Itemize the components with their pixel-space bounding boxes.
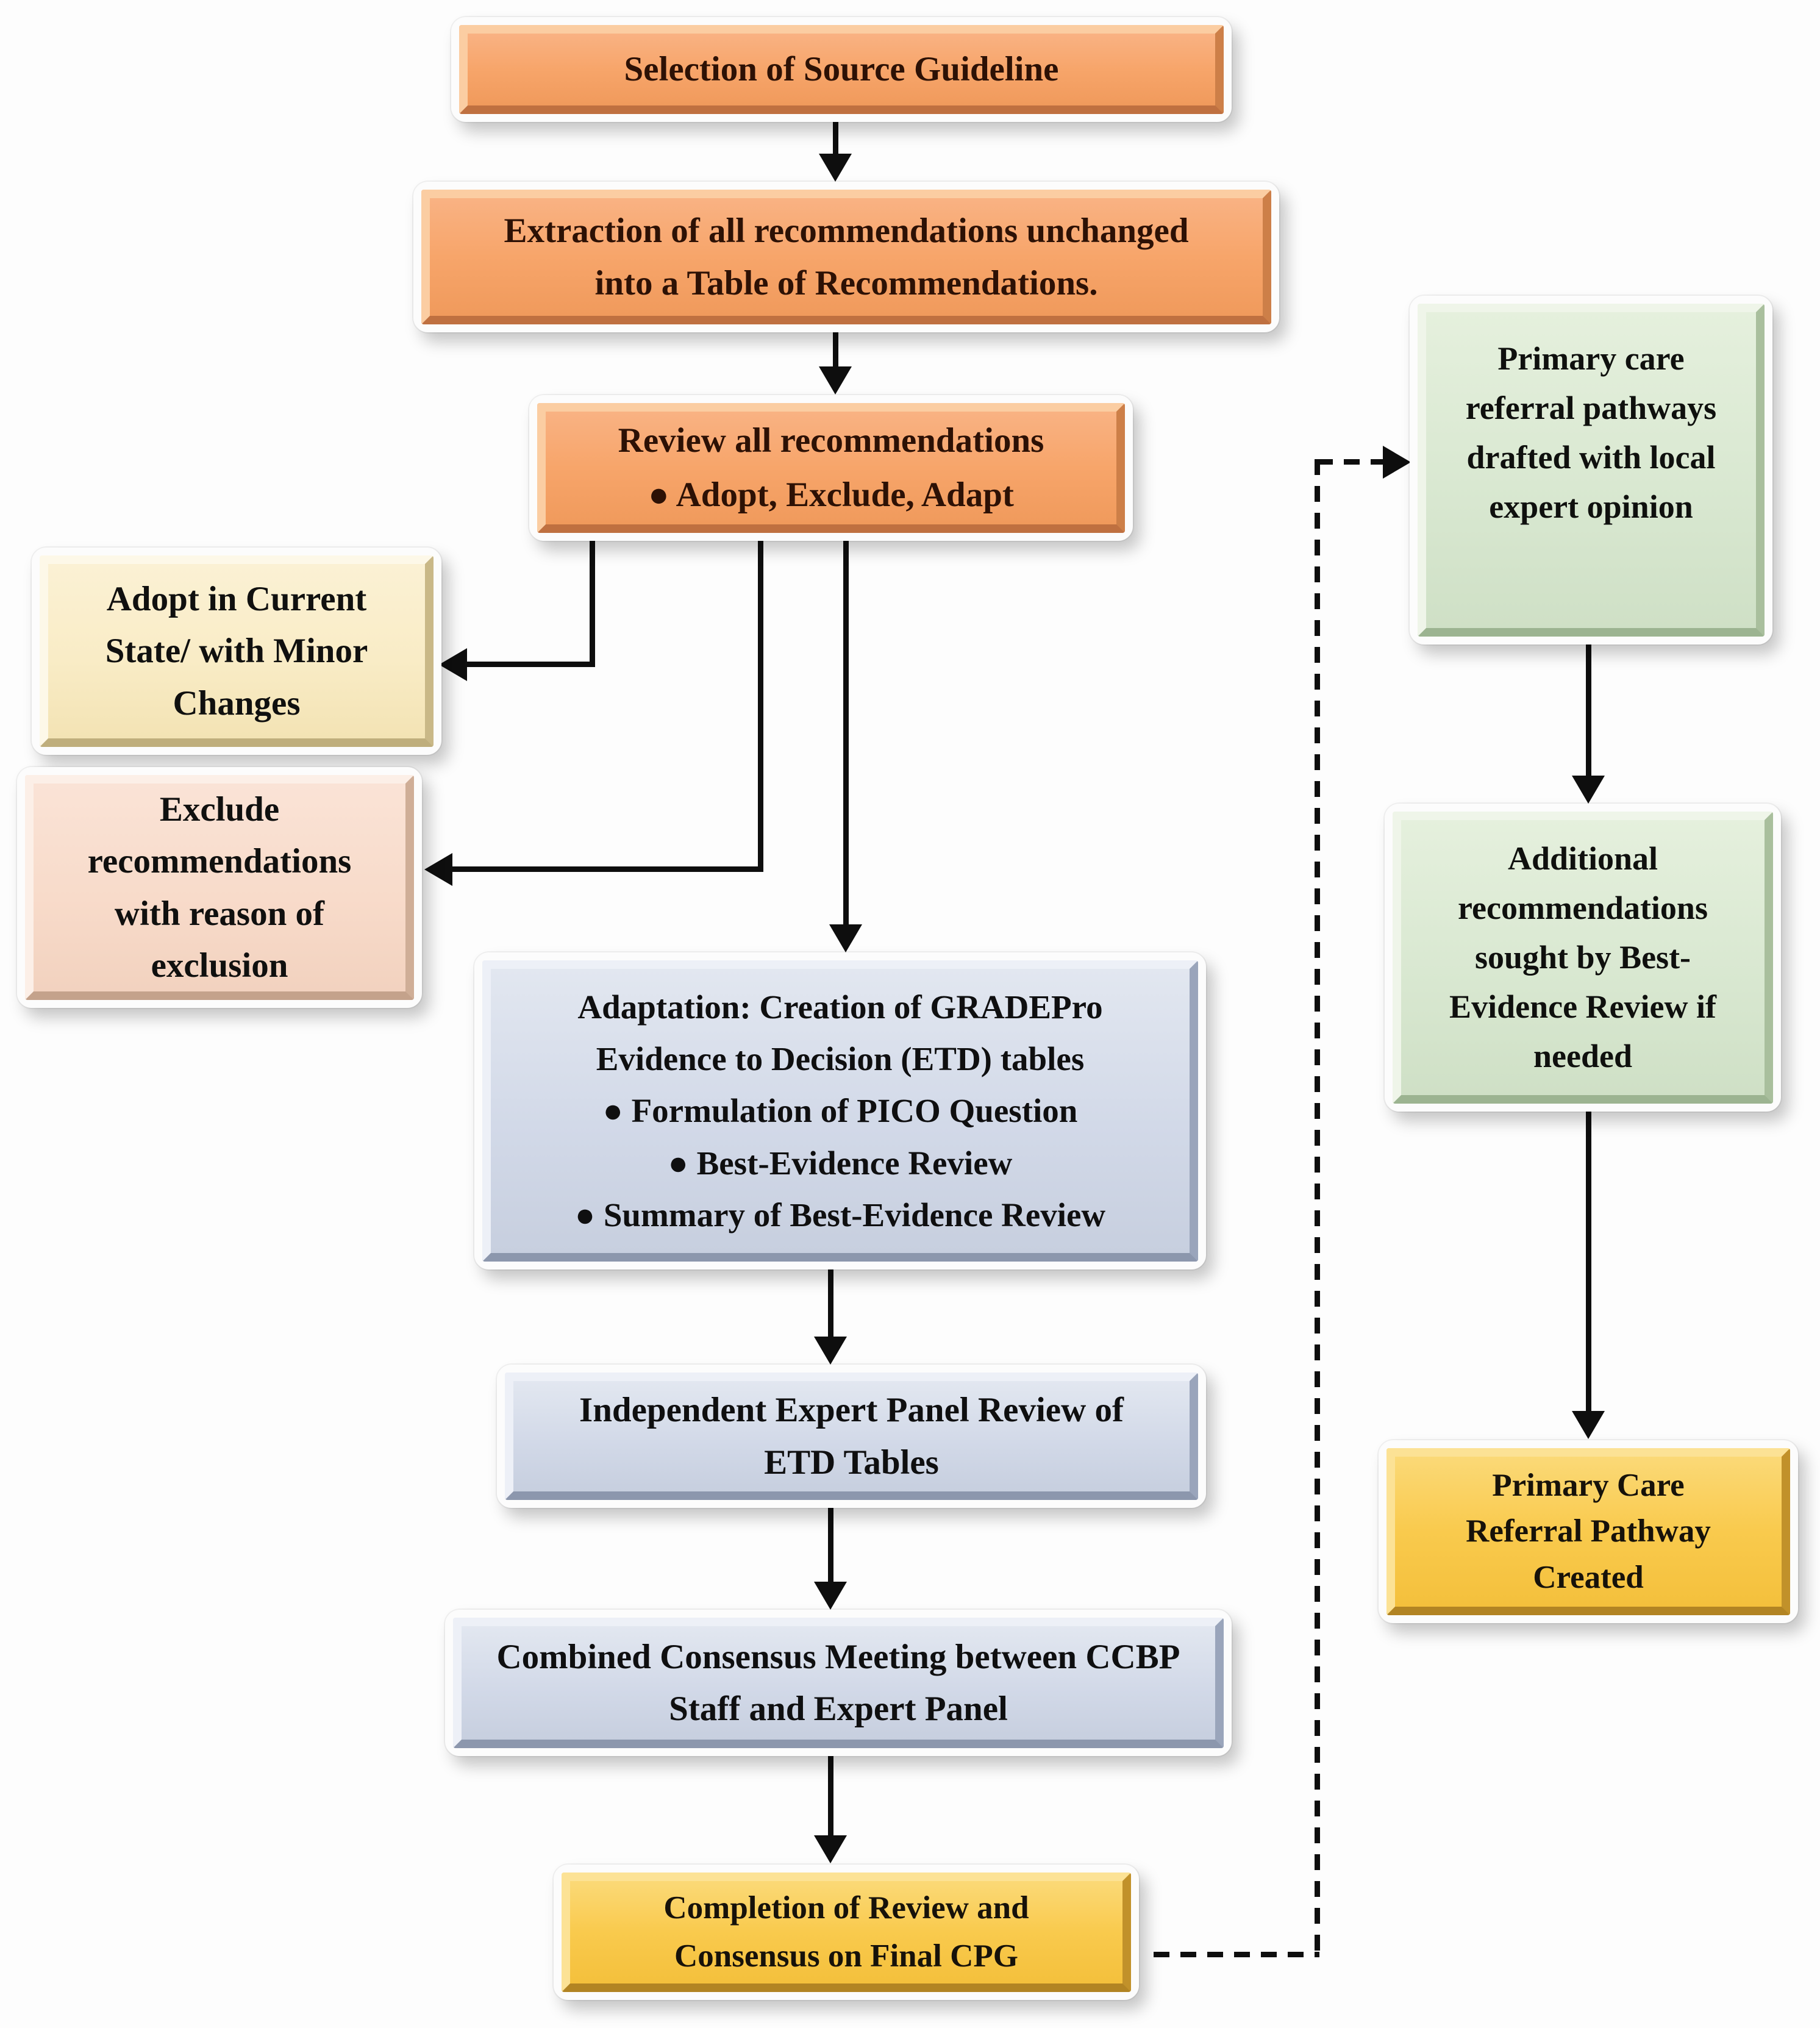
box-adaptation-bullet-review: ● Best-Evidence Review (668, 1144, 1013, 1182)
box-completion-label: Completion of Review and Consensus on Fi… (663, 1890, 1029, 1974)
box-adaptation-etd-tables: Adaptation: Creation of GRADEPro Evidenc… (474, 952, 1206, 1269)
box-review-bullet: ● Adopt, Exclude, Adapt (648, 475, 1014, 514)
box-created-label: Primary Care Referral Pathway Created (1466, 1468, 1711, 1595)
dashed-into-drafted-head (1383, 446, 1411, 479)
arrow-combined-completion-head (814, 1835, 847, 1863)
arrow-extraction-review-head (819, 366, 852, 395)
box-panel-label: Independent Expert Panel Review of ETD T… (579, 1391, 1124, 1482)
box-additional-label: Additional recommendations sought by Bes… (1449, 840, 1716, 1074)
box-adaptation-title: Adaptation: Creation of GRADEPro Evidenc… (577, 988, 1103, 1078)
box-adaptation-bullet-summary: ● Summary of Best-Evidence Review (574, 1196, 1106, 1234)
arrow-review-adaptation-line (843, 540, 849, 927)
box-adaptation-bullet-pico: ● Formulation of PICO Question (602, 1092, 1078, 1130)
arrow-panel-combined-head (814, 1582, 847, 1610)
box-review-title: Review all recommendations (618, 421, 1044, 460)
box-adopt-label: Adopt in Current State/ with Minor Chang… (105, 579, 368, 723)
box-selection-label: Selection of Source Guideline (624, 50, 1059, 89)
arrow-adaptation-panel-line (828, 1269, 833, 1338)
box-completion-of-review: Completion of Review and Consensus on Fi… (554, 1865, 1139, 2000)
dashed-into-drafted (1317, 459, 1385, 465)
box-independent-expert-panel-review: Independent Expert Panel Review of ETD T… (497, 1365, 1206, 1508)
box-primary-care-pathway-created: Primary Care Referral Pathway Created (1379, 1440, 1798, 1623)
box-extraction-label: Extraction of all recommendations unchan… (504, 212, 1189, 302)
arrow-drafted-additional-head (1572, 776, 1605, 804)
arrow-adaptation-panel-head (814, 1337, 847, 1365)
box-combined-label: Combined Consensus Meeting between CCBP … (496, 1637, 1180, 1729)
arrow-selection-extraction-head (819, 154, 852, 182)
arrow-combined-completion-line (828, 1756, 833, 1837)
arrow-extraction-review-line (833, 332, 838, 369)
box-additional-recommendations: Additional recommendations sought by Bes… (1385, 804, 1781, 1112)
arrow-review-exclude-vline (758, 540, 763, 872)
box-exclude-label: Exclude recommendations with reason of e… (87, 790, 352, 985)
arrow-review-adopt-hline (466, 662, 595, 667)
arrow-drafted-additional-line (1586, 644, 1591, 777)
arrow-review-exclude-head (424, 853, 452, 886)
box-exclude-recommendations: Exclude recommendations with reason of e… (17, 767, 422, 1008)
arrow-review-adaptation-head (829, 924, 862, 952)
dashed-riser (1315, 459, 1320, 1957)
arrow-selection-extraction-line (833, 122, 838, 156)
arrow-review-exclude-hline (451, 866, 763, 872)
box-drafted-label: Primary care referral pathways drafted w… (1465, 340, 1717, 525)
box-selection-of-source-guideline: Selection of Source Guideline (451, 17, 1232, 122)
dashed-completion-out (1154, 1952, 1319, 1957)
arrow-review-adopt-vline (590, 540, 595, 667)
arrow-additional-created-head (1572, 1411, 1605, 1439)
box-combined-consensus-meeting: Combined Consensus Meeting between CCBP … (445, 1610, 1232, 1756)
box-primary-care-pathways-drafted: Primary care referral pathways drafted w… (1410, 296, 1772, 644)
arrow-review-adopt-head (439, 648, 467, 681)
box-adopt-in-current-state: Adopt in Current State/ with Minor Chang… (32, 548, 441, 755)
box-extraction-of-recommendations: Extraction of all recommendations unchan… (413, 182, 1279, 332)
box-review-all-recommendations: Review all recommendations ● Adopt, Excl… (529, 395, 1133, 541)
arrow-additional-created-line (1586, 1112, 1591, 1412)
arrow-panel-combined-line (828, 1508, 833, 1583)
